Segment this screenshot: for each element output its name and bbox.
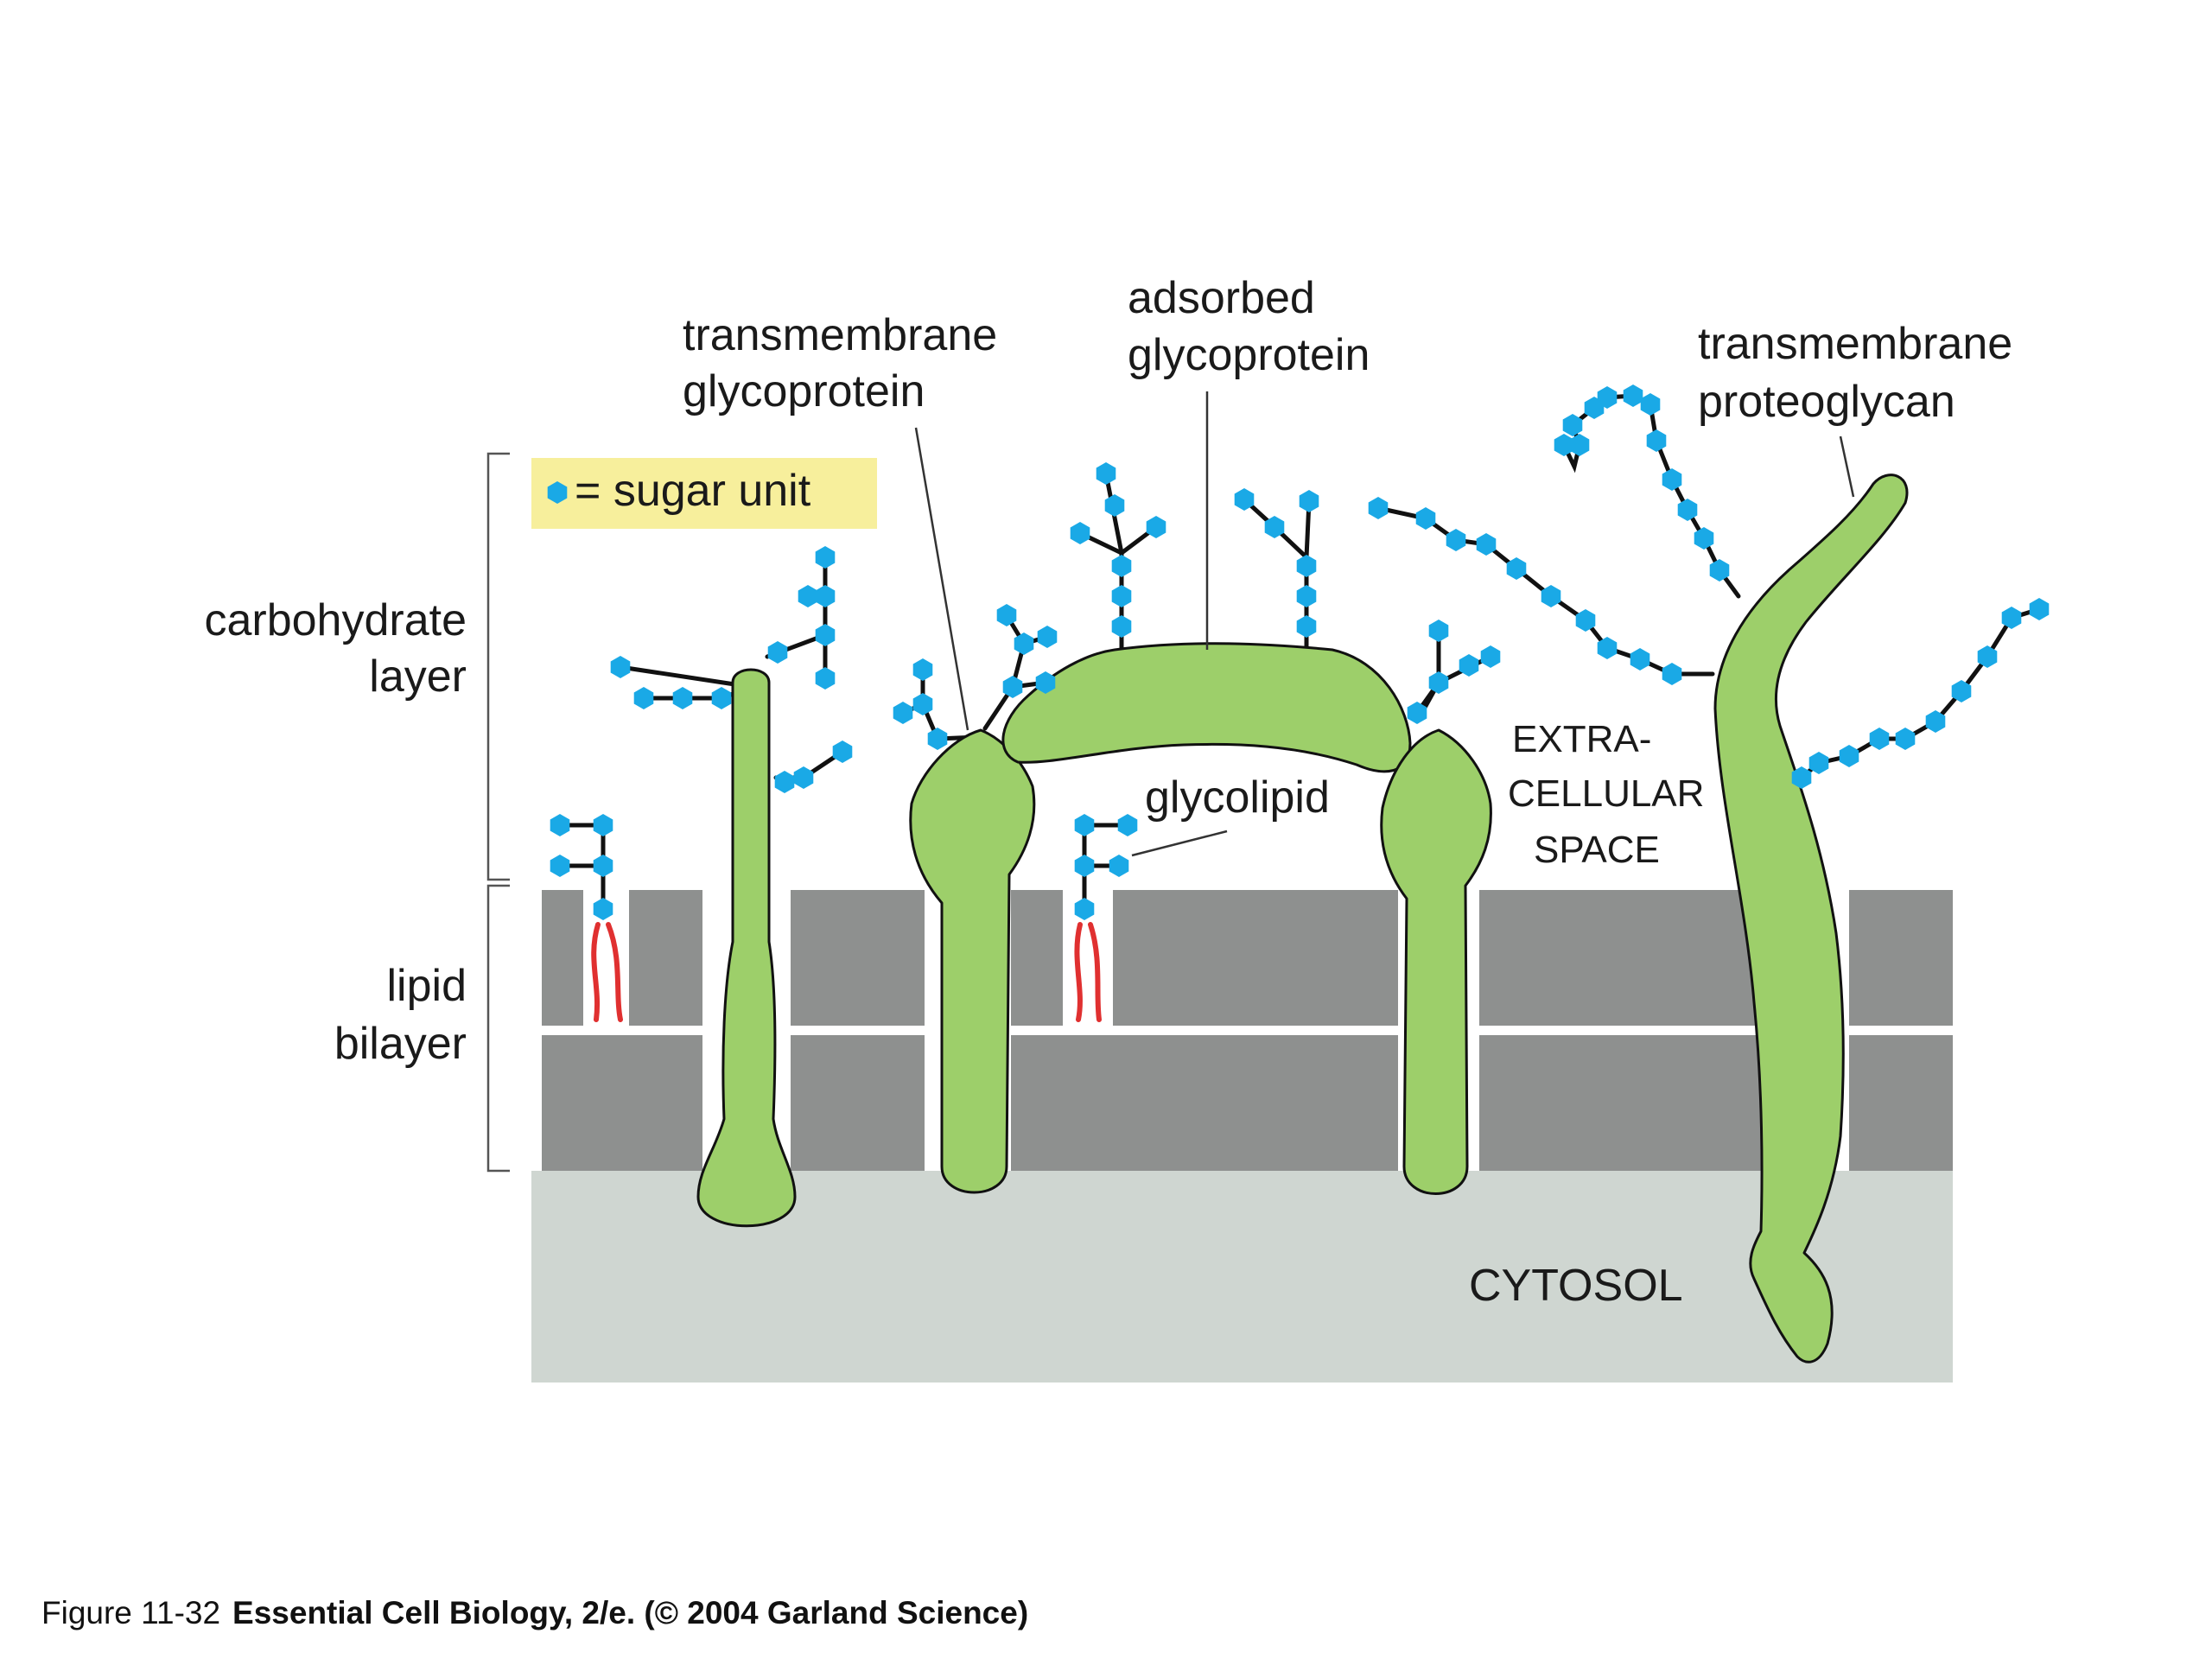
lipid-bilayer-bracket <box>486 884 510 1173</box>
label-adsorbed-glycoprotein-1: adsorbed <box>1128 273 1315 323</box>
transmembrane-glycoprotein-right <box>1380 728 1492 1195</box>
label-extracellular-space-3: SPACE <box>1534 829 1660 871</box>
leader-lines <box>914 391 1855 857</box>
figure-caption: Figure 11-32 Essential Cell Biology, 2/e.… <box>41 1595 1028 1631</box>
label-transmembrane-proteoglycan-1: transmembrane <box>1698 319 2012 369</box>
label-carbohydrate-layer-2: layer <box>369 652 467 702</box>
label-lipid-bilayer-2: bilayer <box>334 1019 467 1069</box>
legend-sugar-unit-label: = sugar unit <box>575 466 811 516</box>
single-pass-glycoprotein <box>696 668 797 1228</box>
label-transmembrane-glycoprotein-2: glycoprotein <box>683 366 925 416</box>
lipid-bilayer <box>542 890 1953 1171</box>
figure-number: Figure 11-32 <box>41 1595 221 1630</box>
label-extracellular-space-1: EXTRA- <box>1512 718 1651 760</box>
label-transmembrane-proteoglycan-2: proteoglycan <box>1698 377 1955 427</box>
label-transmembrane-glycoprotein-1: transmembrane <box>683 310 997 360</box>
transmembrane-proteoglycan <box>1713 474 1909 1363</box>
legend-box <box>531 458 877 529</box>
carbohydrate-layer-bracket <box>486 452 510 881</box>
glycolipid-tails <box>591 922 1102 1022</box>
label-adsorbed-glycoprotein-2: glycoprotein <box>1128 330 1370 380</box>
label-cytosol: CYTOSOL <box>1469 1261 1683 1311</box>
proteins <box>696 474 1909 1363</box>
figure-source: Essential Cell Biology, 2/e. (© 2004 Gar… <box>232 1595 1029 1630</box>
adsorbed-glycoprotein <box>1001 642 1412 773</box>
transmembrane-glycoprotein-left <box>909 728 1036 1194</box>
label-extracellular-space-2: CELLULAR <box>1508 772 1704 815</box>
label-carbohydrate-layer-1: carbohydrate <box>204 595 467 645</box>
label-lipid-bilayer-1: lipid <box>387 961 467 1011</box>
label-glycolipid: glycolipid <box>1145 772 1330 823</box>
